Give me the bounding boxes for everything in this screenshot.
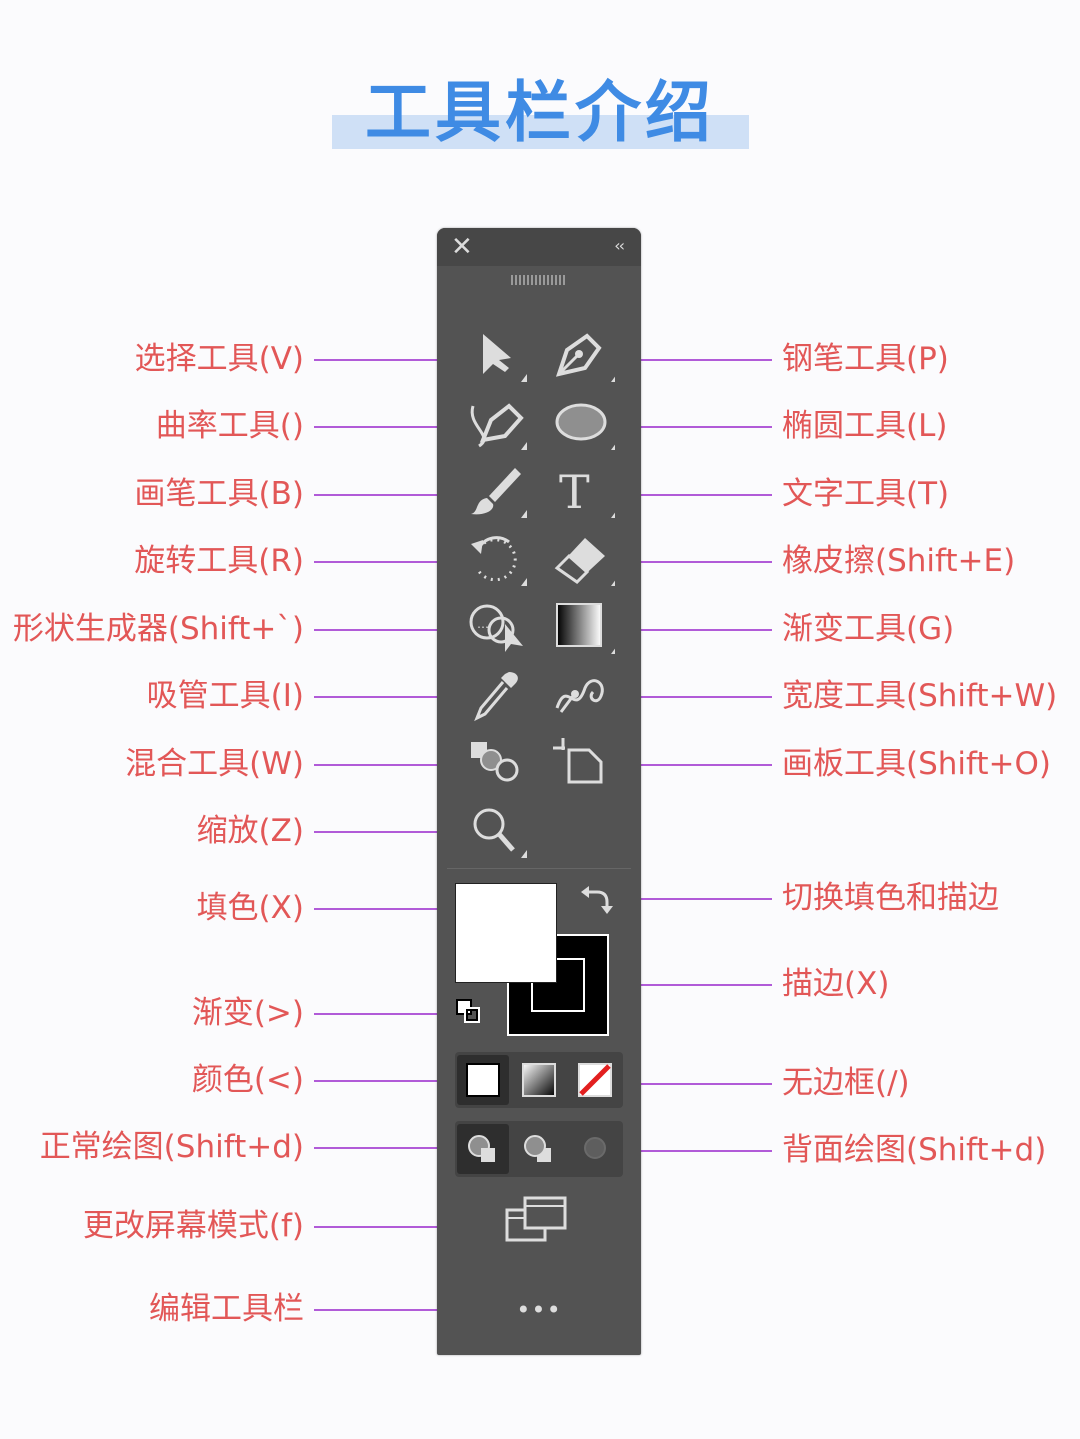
label-rotate-tool: 旋转工具(R) (134, 543, 304, 579)
label-color-mode: 颜色(<) (191, 1062, 304, 1098)
draw-inside-button[interactable] (569, 1124, 621, 1174)
label-artboard-tool: 画板工具(Shift+O) (782, 746, 1052, 782)
zoom-tool-icon[interactable] (465, 804, 529, 860)
pen-tool-icon[interactable] (551, 328, 615, 384)
leader-line (314, 629, 466, 631)
color-mode-button[interactable] (457, 1055, 509, 1105)
blend-tool-icon[interactable] (465, 736, 529, 792)
gradient-tool-icon[interactable] (551, 600, 615, 656)
label-eyedropper-tool: 吸管工具(I) (146, 678, 304, 714)
leader-line (314, 561, 466, 563)
leader-line (618, 764, 772, 766)
label-curvature-tool: 曲率工具() (155, 408, 304, 444)
default-fill-stroke-icon[interactable] (455, 998, 489, 1032)
screen-mode-icon[interactable] (503, 1194, 573, 1246)
label-swap-fill-stroke: 切换填色和描边 (782, 880, 999, 916)
label-paintbrush-tool: 画笔工具(B) (134, 476, 304, 512)
leader-line (314, 1309, 496, 1311)
svg-text:T: T (559, 465, 590, 519)
leader-line (314, 426, 466, 428)
rotate-tool-icon[interactable] (465, 532, 529, 588)
leader-line (314, 764, 466, 766)
label-fill: 填色(X) (196, 890, 304, 926)
stroke-swatch-inner (531, 958, 585, 1012)
more-tools-button[interactable]: ••• (516, 1296, 562, 1324)
curvature-tool-icon[interactable] (465, 396, 529, 452)
draw-mode-group (455, 1121, 623, 1177)
leader-line (618, 494, 772, 496)
page-title: 工具栏介绍 (365, 74, 715, 151)
label-none: 无边框(/) (782, 1065, 910, 1101)
toolbar-panel: ✕ ‹‹ T … (437, 228, 641, 1355)
close-icon[interactable]: ✕ (451, 232, 473, 262)
leader-line (618, 359, 772, 361)
draw-behind-button[interactable] (513, 1124, 565, 1174)
leader-line (314, 831, 466, 833)
ellipse-tool-icon[interactable] (551, 396, 615, 452)
panel-divider (447, 868, 631, 869)
label-gradient-mode: 渐变(>) (191, 995, 304, 1031)
label-edit-toolbar: 编辑工具栏 (149, 1291, 304, 1327)
selection-tool-icon[interactable] (465, 328, 529, 384)
leader-line (314, 494, 466, 496)
label-draw-normal: 正常绘图(Shift+d) (39, 1129, 304, 1165)
svg-text:…: … (477, 617, 489, 631)
collapse-icon[interactable]: ‹‹ (614, 236, 625, 255)
label-zoom-tool: 缩放(Z) (196, 813, 304, 849)
type-tool-icon[interactable]: T (551, 464, 615, 520)
label-type-tool: 文字工具(T) (782, 476, 950, 512)
leader-line (618, 629, 772, 631)
leader-line (618, 561, 772, 563)
label-ellipse-tool: 椭圆工具(L) (782, 408, 948, 444)
label-blend-tool: 混合工具(W) (125, 746, 304, 782)
leader-line (314, 908, 466, 910)
label-draw-behind: 背面绘图(Shift+d) (782, 1132, 1047, 1168)
drag-grip[interactable] (511, 275, 565, 285)
label-gradient-tool: 渐变工具(G) (782, 611, 955, 647)
leader-line (314, 1226, 504, 1228)
gradient-mode-button[interactable] (513, 1055, 565, 1105)
leader-line (548, 1150, 772, 1152)
color-mode-group (455, 1052, 623, 1108)
width-tool-icon[interactable] (551, 668, 615, 724)
title-highlight (332, 115, 749, 149)
label-selection-tool: 选择工具(V) (134, 341, 304, 377)
label-pen-tool: 钢笔工具(P) (782, 341, 949, 377)
leader-line (314, 1013, 538, 1015)
draw-normal-button[interactable] (457, 1124, 509, 1174)
title-block: 工具栏介绍 (0, 70, 1080, 160)
fill-swatch[interactable] (455, 883, 557, 983)
label-eraser-tool: 橡皮擦(Shift+E) (782, 543, 1016, 579)
panel-title-bar: ✕ ‹‹ (437, 228, 641, 266)
swap-fill-stroke-icon[interactable] (577, 878, 617, 918)
leader-line (314, 1147, 466, 1149)
leader-line (618, 426, 772, 428)
leader-line (314, 359, 466, 361)
paintbrush-tool-icon[interactable] (465, 464, 529, 520)
label-screen-mode: 更改屏幕模式(f) (82, 1208, 304, 1244)
label-shape-builder-tool: 形状生成器(Shift+`) (12, 611, 304, 647)
leader-line (618, 696, 772, 698)
eraser-tool-icon[interactable] (551, 532, 615, 588)
leader-line (618, 898, 772, 900)
none-mode-button[interactable] (569, 1055, 621, 1105)
leader-line (618, 984, 772, 986)
artboard-tool-icon[interactable] (551, 736, 615, 792)
eyedropper-tool-icon[interactable] (465, 668, 529, 724)
shape-builder-tool-icon[interactable]: … (465, 600, 529, 656)
leader-line (314, 1080, 466, 1082)
leader-line (314, 696, 466, 698)
label-stroke: 描边(X) (782, 966, 890, 1002)
label-width-tool: 宽度工具(Shift+W) (782, 678, 1058, 714)
leader-line (600, 1083, 772, 1085)
